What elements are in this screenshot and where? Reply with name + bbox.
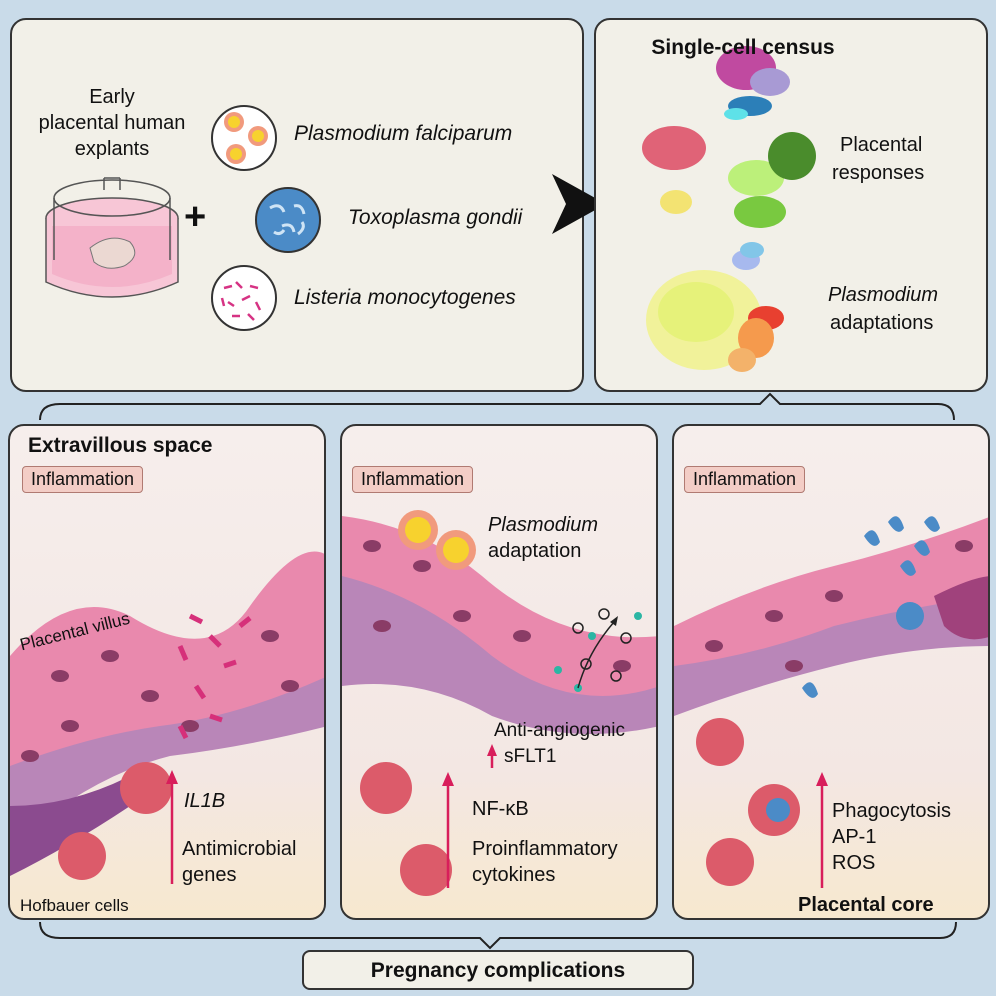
panel1-gene: IL1B [184,790,226,812]
pathogen-listeria: Listeria monocytogenes [294,286,516,309]
villus-illustration-1 [10,551,324,884]
census-title: Single-cell census [651,36,835,59]
infected-rbc-icon [398,510,476,570]
hofbauer-label: Hofbauer cells [20,896,129,915]
culture-well-icon [45,177,179,298]
panel2-anti: Anti-angiogenic [494,720,625,741]
panel2-tag: Inflammation [352,466,474,493]
census-panel: Single-cell census Placental responses P… [594,18,988,392]
experiment-illustration [45,105,321,331]
plasmodium-icon [211,105,277,171]
panel2-adapt-2: adaptation [488,540,582,562]
panel2-cyto-1: Proinflammatory [472,838,618,860]
pathogen-plasmodium: Plasmodium falciparum [294,122,513,145]
label-plasmodium-2: adaptations [830,312,934,334]
umap-plot [642,46,816,372]
sflt1-molecule-icon [572,608,632,682]
panel2-sflt: sFLT1 [504,746,557,767]
plus-sign: + [184,196,207,238]
panel-extravillous: Extravillous space Inflammation Placenta… [8,424,326,920]
outcome-box: Pregnancy complications [302,950,694,990]
panel3-response-3: ROS [832,852,876,874]
panel3-response-2: AP-1 [832,826,877,848]
explant-label-2: placental human [38,112,186,134]
panel-plasmodium: Inflammation Plasmodium adaptation Anti-… [340,424,658,920]
pathogen-toxoplasma: Toxoplasma gondii [348,206,523,229]
listeria-icon [211,265,277,331]
label-placental-1: Placental [840,134,923,156]
toxoplasma-icon [255,187,321,253]
panel1-title: Extravillous space [28,434,213,457]
panel3-tag: Inflammation [684,466,806,493]
panel2-adapt-1: Plasmodium [488,514,599,536]
villus-illustration-2 [342,510,656,896]
panel2-cyto-2: cytokines [472,864,556,886]
panel-toxoplasma: Inflammation Phagocytosis AP-1 ROS Place… [672,424,990,920]
toxoplasma-parasite-icon [802,516,940,698]
panel1-tag: Inflammation [22,466,144,493]
outcome-label: Pregnancy complications [370,959,626,982]
explant-label-3: explants [74,138,150,160]
villus-illustration-3 [674,516,988,888]
panel2-nfkb: NF-κB [472,798,529,820]
explant-label-1: Early [89,86,135,108]
label-plasmodium-1: Plasmodium [828,284,939,306]
panel1-genes-1: Antimicrobial [182,838,297,860]
panel3-core: Placental core [798,894,934,916]
label-placental-2: responses [832,162,925,184]
experiment-panel: Early placental human explants + Plasmod… [10,18,584,392]
panel3-response-1: Phagocytosis [832,800,951,822]
hofbauer-cell-icon [58,762,172,880]
panel1-genes-2: genes [182,864,237,886]
